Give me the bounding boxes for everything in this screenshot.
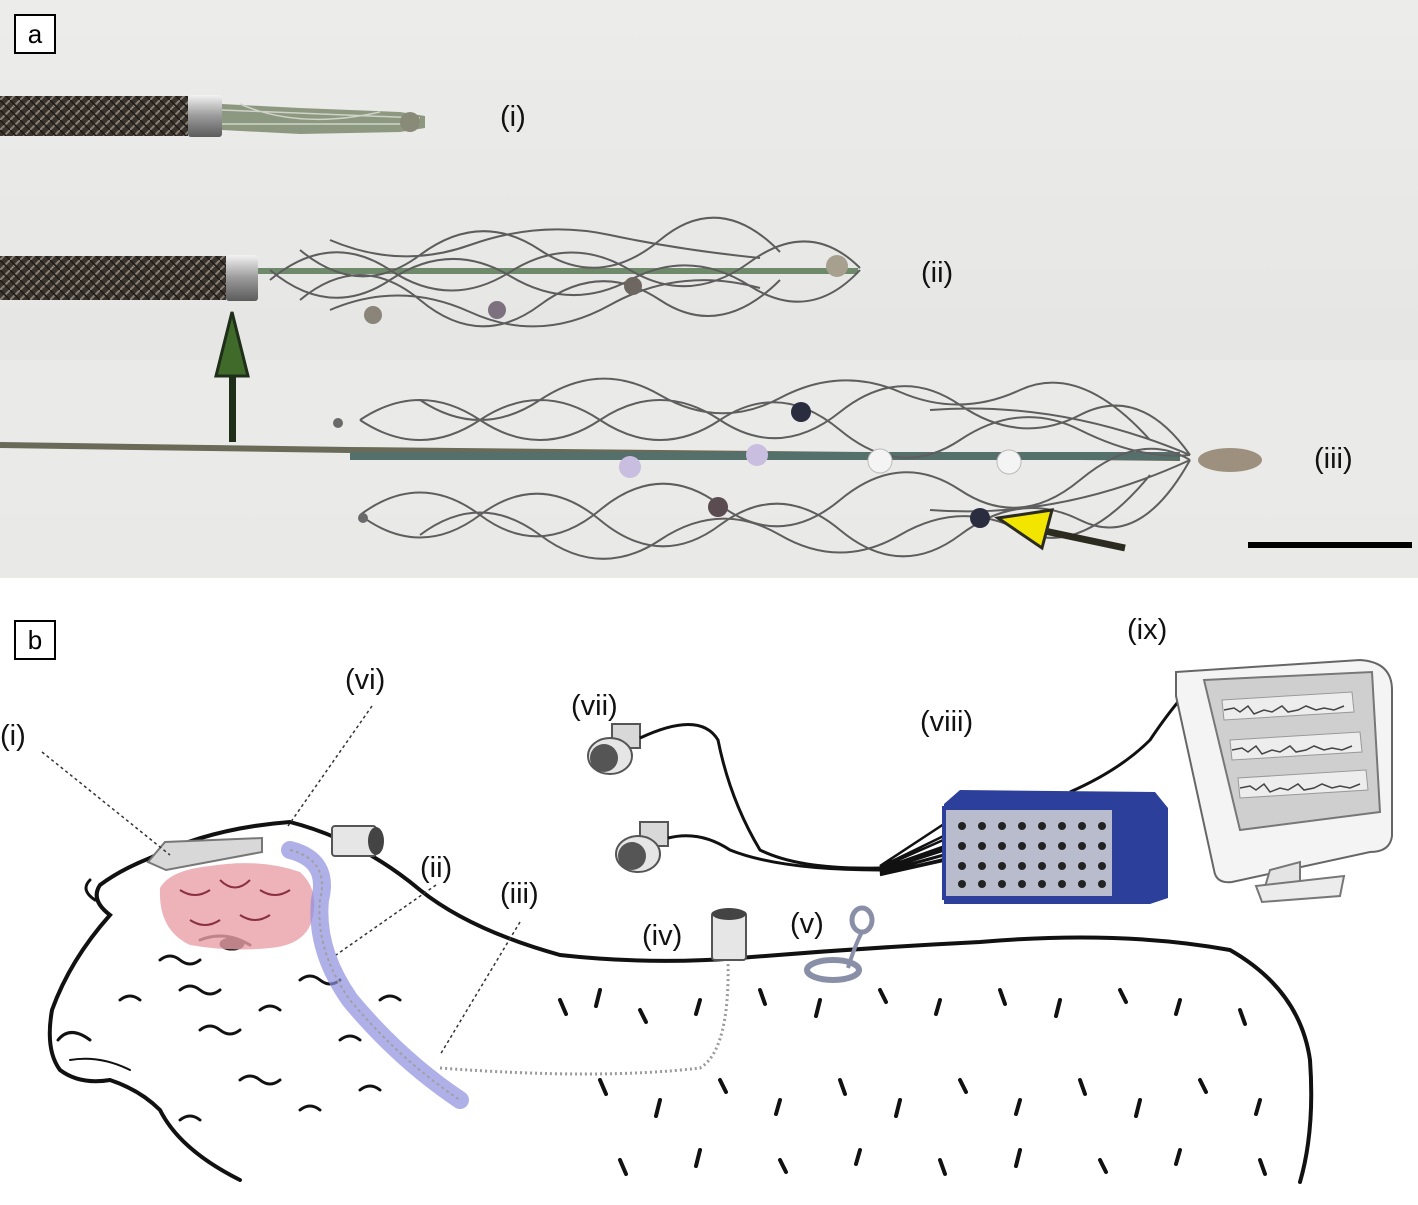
skull-window xyxy=(146,836,263,872)
panel-b-label: b xyxy=(14,620,56,660)
label-a-iii: (iii) xyxy=(1314,443,1353,475)
panel-a-photo: a (i) (ii) (iii) xyxy=(0,0,1418,578)
head-connector xyxy=(331,825,384,857)
plug-connectors xyxy=(587,723,669,873)
panel-b-diagram: b (i) (ii) (iii) (iv) (v) (vi) (vii) (vi… xyxy=(0,592,1418,1205)
label-b-vii: (vii) xyxy=(571,690,618,722)
amplifier-box xyxy=(942,790,1168,904)
scale-bar xyxy=(1248,542,1412,548)
device-deployed xyxy=(0,377,1262,560)
label-b-iii: (iii) xyxy=(500,878,539,910)
monitor xyxy=(1175,658,1393,904)
label-b-i: (i) xyxy=(0,720,26,752)
sheep-recording-setup xyxy=(41,658,1393,1184)
device-partial xyxy=(0,216,861,328)
label-b-viii: (viii) xyxy=(920,706,974,738)
label-b-ii: (ii) xyxy=(420,852,453,884)
ground-ring xyxy=(804,905,875,983)
label-b-iv: (iv) xyxy=(642,920,683,952)
brain xyxy=(159,863,315,950)
device-collapsed xyxy=(0,95,425,137)
yellow-arrow xyxy=(993,508,1126,552)
label-a-i: (i) xyxy=(500,101,526,133)
green-arrow xyxy=(214,311,250,442)
label-b-ix: (ix) xyxy=(1127,614,1168,646)
label-b-vi: (vi) xyxy=(345,664,386,696)
implant-connector xyxy=(711,908,747,961)
stentrode-photo xyxy=(0,0,1418,578)
label-a-ii: (ii) xyxy=(921,257,954,289)
blood-vessel xyxy=(281,841,469,1109)
panel-a-label: a xyxy=(14,14,56,54)
leader-lines xyxy=(41,705,521,1056)
label-b-v: (v) xyxy=(790,908,824,940)
lead-wire xyxy=(439,959,730,1076)
